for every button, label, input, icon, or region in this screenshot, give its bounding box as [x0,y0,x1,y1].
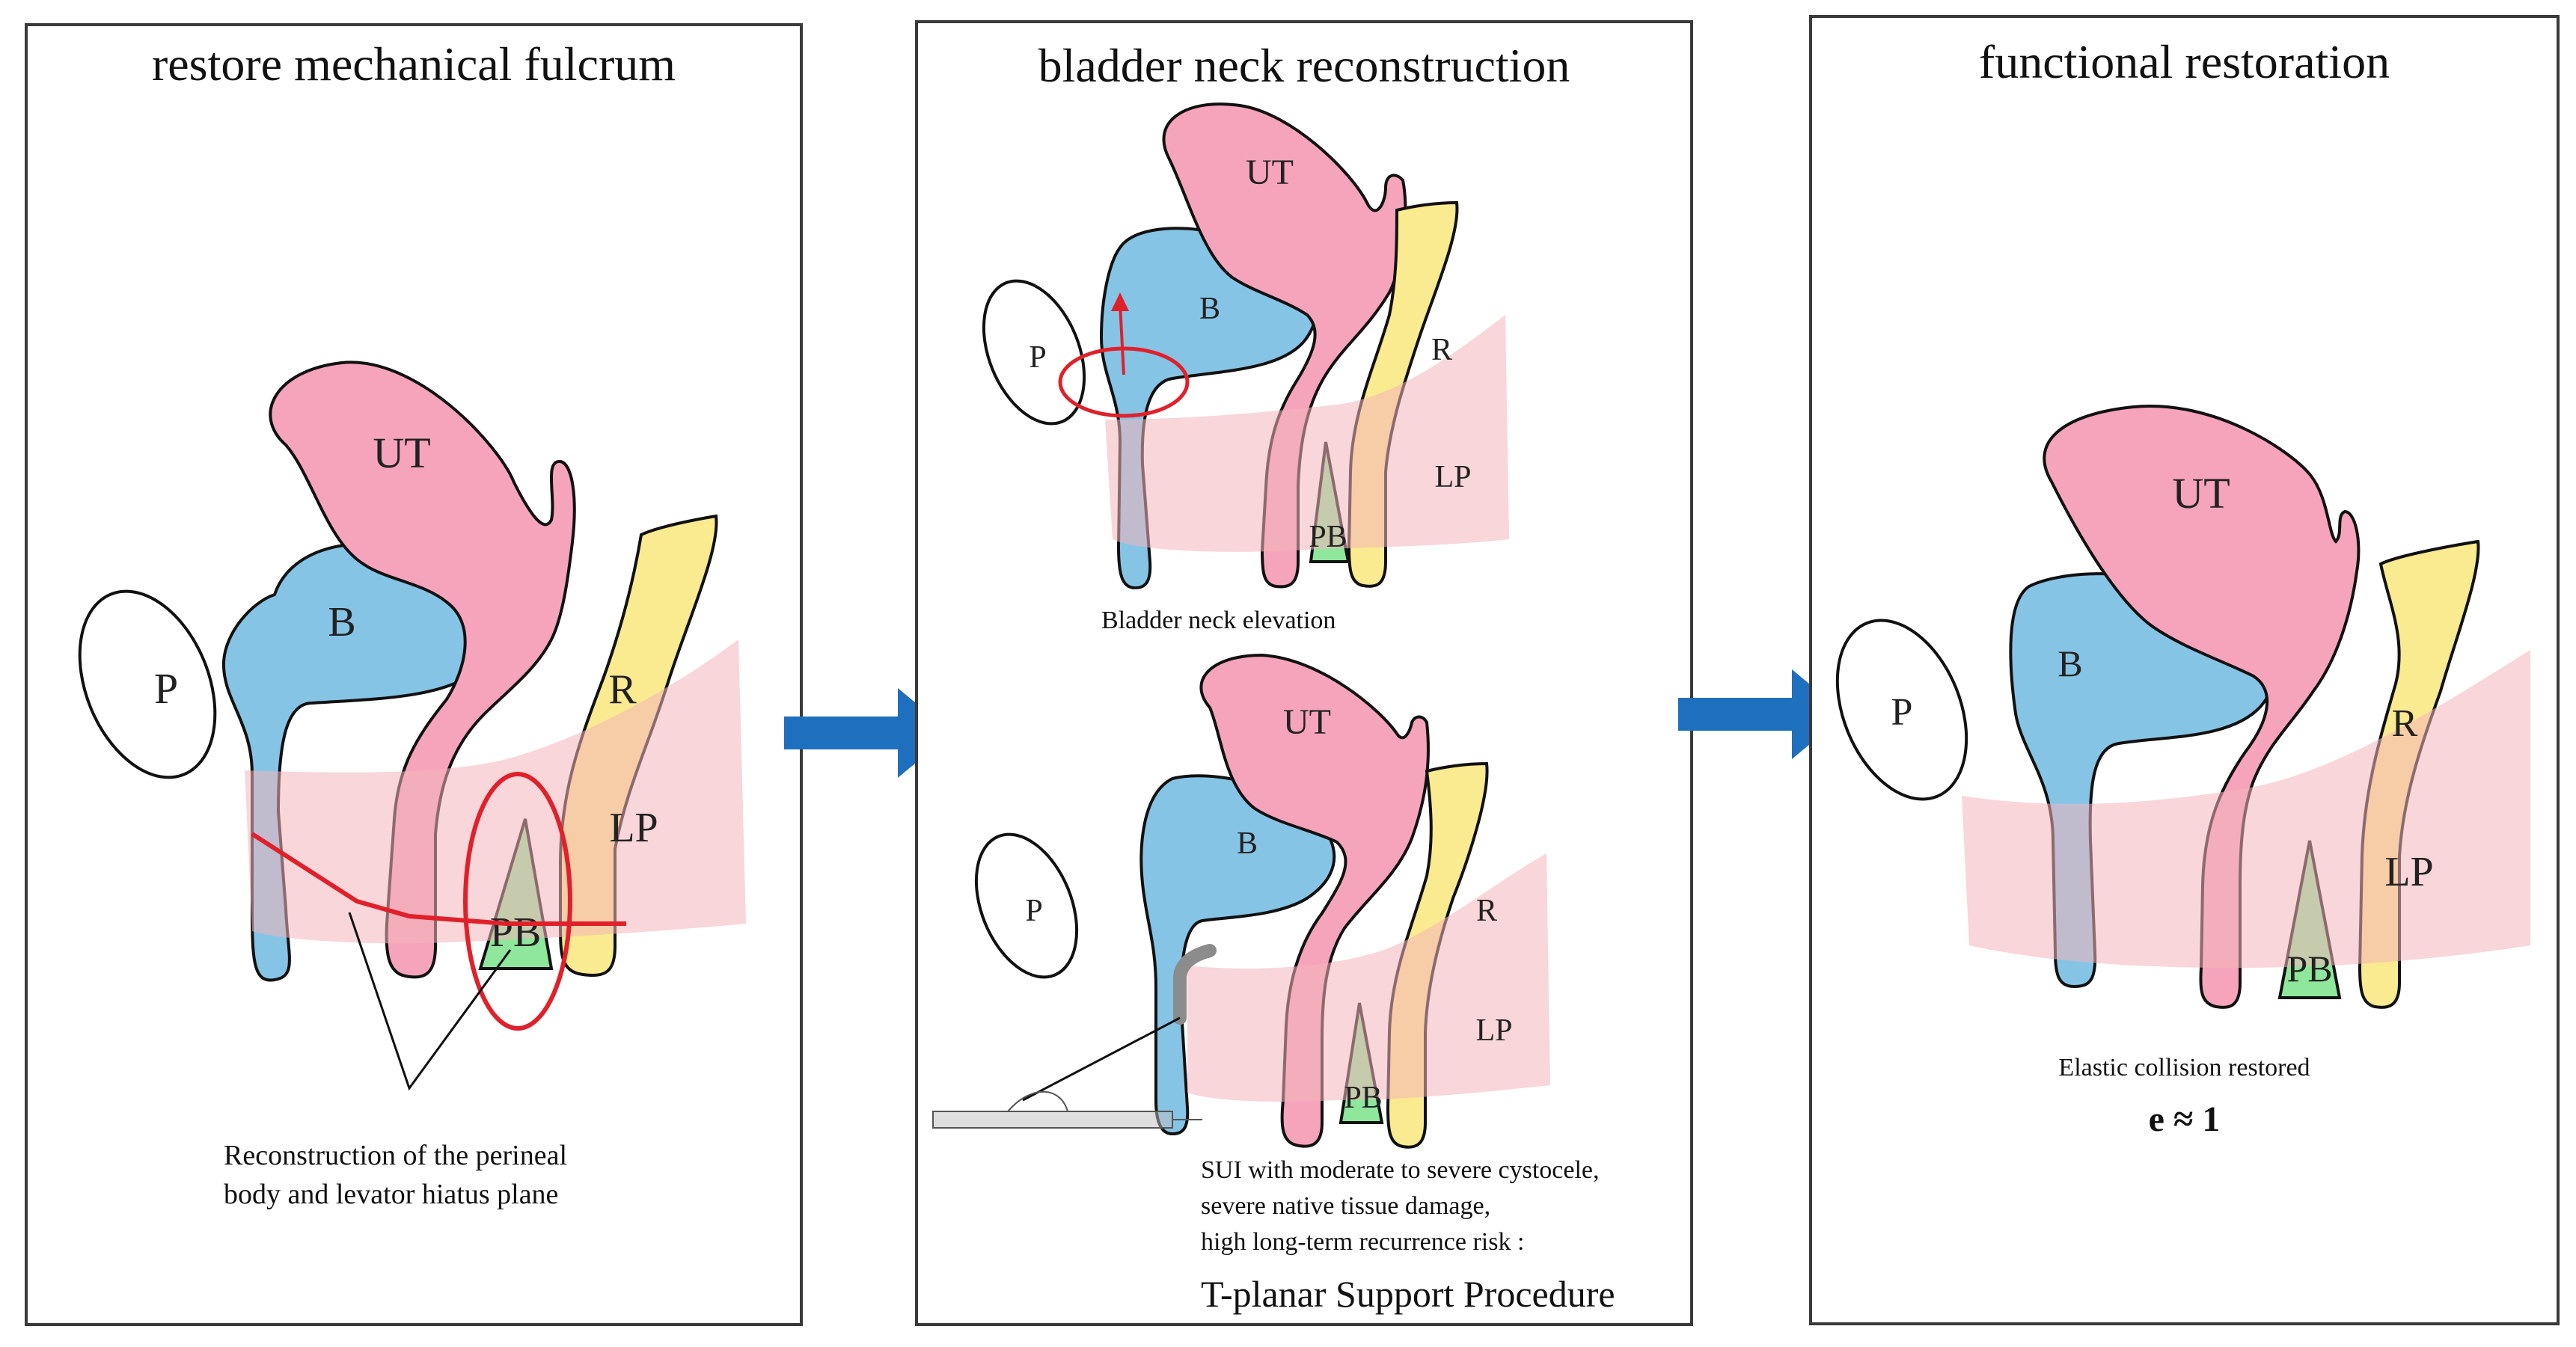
label-levator-plate: LP [1475,1013,1512,1048]
label-pubis: P [1029,340,1046,375]
label-uterus: UT [373,429,430,477]
label-bladder: B [1237,826,1258,861]
caption-line: SUI with moderate to severe cystocele, [1201,1156,1600,1184]
flow-arrow-icon [1678,669,1846,759]
panel-title: functional restoration [1978,35,2390,88]
flow-arrow-icon [784,688,952,778]
device-leader-line [1022,1016,1181,1102]
label-pubis: P [1891,691,1913,734]
anatomy-diagram: UT B P R LP PB [1835,405,2530,1009]
label-perineal-body: PB [2286,948,2332,989]
caption-indication: SUI with moderate to severe cystocele, s… [1201,1153,1687,1260]
panel-title: bladder neck reconstruction [1038,39,1570,92]
device-icon [932,1090,1202,1129]
caption-bladder-neck-elevation: Bladder neck elevation [1101,607,1336,634]
levator-plane-shape [245,639,746,944]
hiatus-plane-line [251,832,626,926]
anatomy-diagram: UT B P R LP PB [78,360,746,1091]
caption-line: high long-term recurrence risk : [1201,1228,1525,1256]
label-perineal-body: PB [490,909,542,956]
elevation-arrow [1119,303,1125,375]
levator-plane-shape [1962,650,2530,968]
caption-leader-line [348,912,512,1091]
caption-line: body and levator hiatus plane [224,1179,559,1210]
caption-line: severe native tissue damage, [1201,1192,1491,1220]
label-rectum: R [608,666,637,713]
perineal-body-highlight [463,772,572,1031]
label-levator-plate: LP [609,805,658,851]
panel-bladder-neck: bladder neck reconstruction UT B P R LP … [915,20,1693,1326]
pubis-shape [78,589,217,779]
label-uterus: UT [2172,469,2230,518]
caption-perineal-reconstruction: Reconstruction of the perineal body and … [224,1136,673,1214]
uterus-shape [269,360,576,979]
label-rectum: R [1431,333,1452,367]
sling-mesh-shape [1173,944,1217,1025]
levator-plane-shape [1187,853,1550,1102]
panel-restore-fulcrum: restore mechanical fulcrum UT B P R LP P… [25,23,803,1326]
label-pubis: P [154,664,178,713]
caption-line: Reconstruction of the perineal [224,1140,568,1171]
panel-title: restore mechanical fulcrum [151,37,676,90]
label-bladder: B [2058,642,2082,684]
label-levator-plate: LP [2384,849,2433,895]
label-uterus: UT [1246,153,1294,192]
pubis-shape [974,832,1079,979]
caption-elastic-collision: Elastic collision restored [2058,1054,2310,1081]
panel-functional-restoration: functional restoration UT B P R LP PB El… [1809,15,2560,1325]
label-perineal-body: PB [1344,1081,1382,1115]
label-bladder: B [1199,292,1220,326]
uterus-shape [1162,102,1407,589]
label-perineal-body: PB [1309,520,1347,554]
label-rectum: R [1476,894,1497,928]
procedure-name: T-planar Support Procedure [1201,1273,1615,1315]
pubis-shape [1835,619,1968,801]
label-rectum: R [2392,702,2418,745]
levator-plane-shape [1105,315,1509,552]
label-levator-plate: LP [1434,460,1471,494]
label-pubis: P [1025,894,1042,928]
anatomy-diagram-elevation: UT B P R LP PB UT B P R LP PB [932,102,1550,1149]
label-uterus: UT [1283,702,1331,742]
label-bladder: B [328,599,355,645]
formula-restitution: e ≈ 1 [2148,1099,2221,1139]
uterus-shape [2043,405,2361,1009]
